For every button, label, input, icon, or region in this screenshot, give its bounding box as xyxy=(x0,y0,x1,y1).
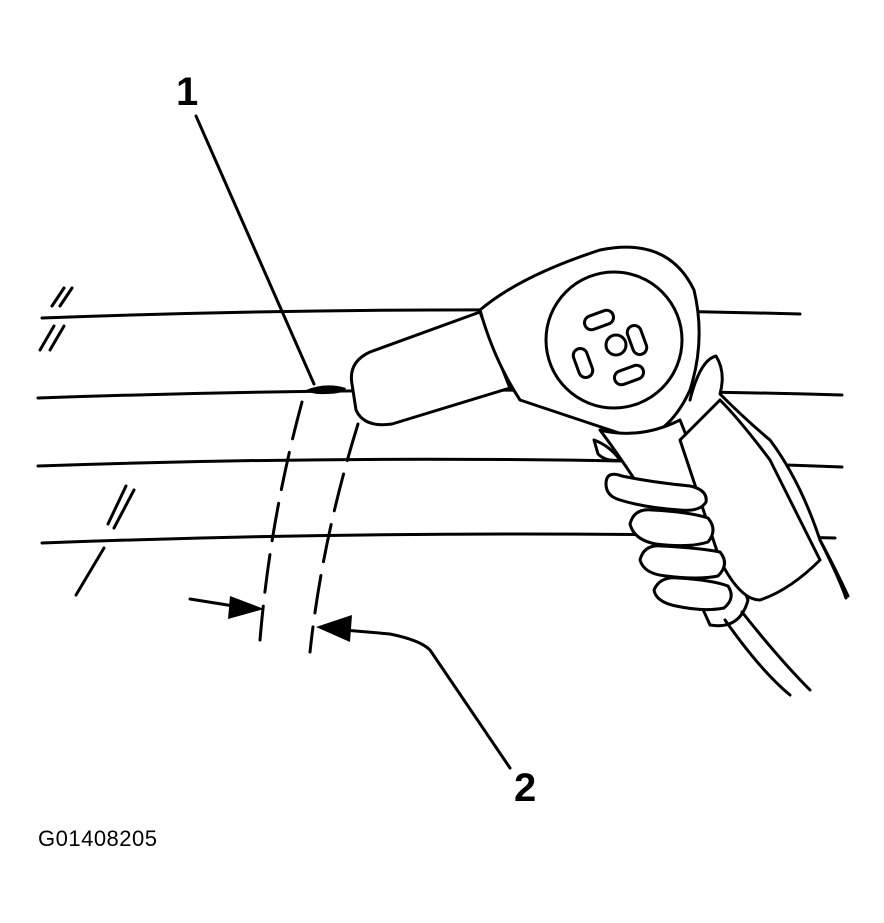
heat-gun-trigger xyxy=(592,438,622,462)
tape-edge-left xyxy=(258,400,304,642)
callout-1-leader xyxy=(194,114,316,386)
callout-2-label: 2 xyxy=(514,766,537,810)
tape-gap-arrows xyxy=(188,596,512,770)
hand-wrist xyxy=(818,538,850,598)
masking-tape-edges xyxy=(258,400,360,654)
tape-edge-right xyxy=(308,422,360,654)
arrow-head-right xyxy=(316,615,352,642)
hand-finger-1 xyxy=(604,472,708,512)
glass-break-symbol-lower xyxy=(74,484,136,597)
hand xyxy=(604,354,850,612)
heat-gun-intake-center xyxy=(604,333,628,357)
hand-finger-3 xyxy=(638,544,726,580)
figure-code: G01408205 xyxy=(38,826,158,851)
hand-finger-2 xyxy=(628,508,715,548)
repair-spot-mark xyxy=(306,385,346,395)
callout-1-label: 1 xyxy=(176,70,199,114)
hand-finger-4 xyxy=(652,576,733,612)
glass-break-symbol-upper xyxy=(38,286,74,352)
arrow-head-left xyxy=(228,596,264,619)
heat-gun-cord xyxy=(723,610,812,697)
